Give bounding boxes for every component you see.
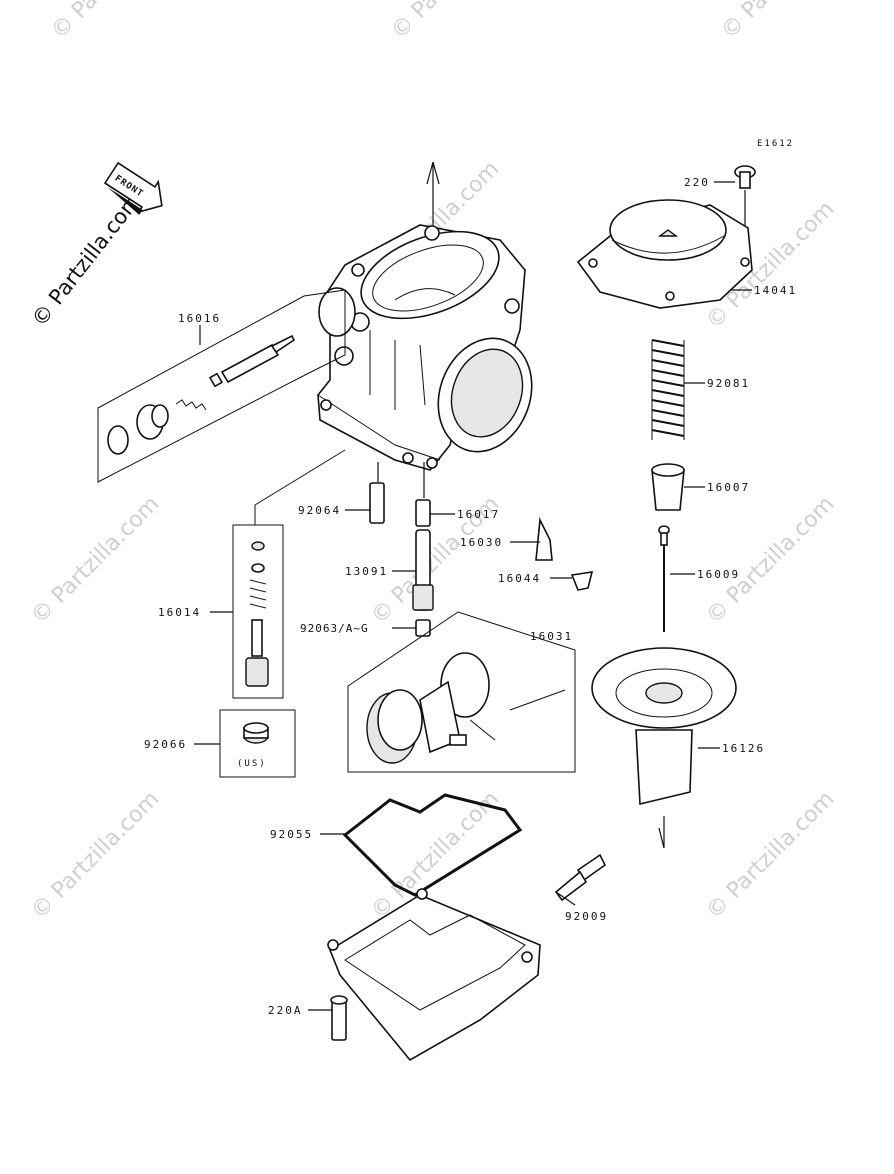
label-92055[interactable]: 92055 xyxy=(270,828,313,841)
group-92066: (US) xyxy=(219,709,296,778)
group-16016 xyxy=(97,289,346,483)
watermark: © Partzilla.com xyxy=(702,787,840,925)
carburetor-body xyxy=(317,161,533,471)
float-bowl xyxy=(327,853,607,1062)
label-220A[interactable]: 220A xyxy=(268,1004,303,1017)
label-13091[interactable]: 13091 xyxy=(345,565,388,578)
group-16031 xyxy=(347,611,576,773)
label-92081[interactable]: 92081 xyxy=(707,377,750,390)
watermark: © Partzilla.com xyxy=(47,0,185,44)
label-92063[interactable]: 92063/A~G xyxy=(300,622,369,635)
float-bowl-gasket xyxy=(342,793,523,897)
watermark: © Partzilla.com xyxy=(702,492,840,630)
group-16014 xyxy=(232,449,346,699)
leader-lines xyxy=(194,181,752,1011)
watermark: © Partzilla.com xyxy=(27,492,165,630)
brand-watermark: © Partzilla.com xyxy=(27,189,146,331)
diagram-code: E1612 xyxy=(757,139,794,149)
label-220[interactable]: 220 xyxy=(684,176,710,189)
watermark: © Partzilla.com xyxy=(717,0,855,44)
label-16007[interactable]: 16007 xyxy=(707,481,750,494)
jets-column xyxy=(369,462,594,637)
front-arrow: FRONT xyxy=(103,161,163,215)
label-16017[interactable]: 16017 xyxy=(457,508,500,521)
label-16014[interactable]: 16014 xyxy=(158,606,201,619)
region-tag-us: (US) xyxy=(237,759,267,769)
label-14041[interactable]: 14041 xyxy=(754,284,797,297)
part-labels: 220 14041 92081 16007 16009 16126 16016 … xyxy=(144,176,797,1017)
watermark: © Partzilla.com xyxy=(387,0,525,44)
label-16030[interactable]: 16030 xyxy=(460,536,503,549)
label-16016[interactable]: 16016 xyxy=(178,312,221,325)
label-16009[interactable]: 16009 xyxy=(697,568,740,581)
label-92009[interactable]: 92009 xyxy=(565,910,608,923)
right-column-parts xyxy=(576,165,756,849)
label-16126[interactable]: 16126 xyxy=(722,742,765,755)
watermark: © Partzilla.com xyxy=(27,787,165,925)
spring-92081 xyxy=(651,339,685,440)
label-16031[interactable]: 16031 xyxy=(530,630,573,643)
watermarks: © Partzilla.com © Partzilla.com © Partzi… xyxy=(27,0,855,924)
label-92066[interactable]: 92066 xyxy=(144,738,187,751)
label-92064[interactable]: 92064 xyxy=(298,504,341,517)
brand-watermark-text: © Partzilla.com xyxy=(27,189,146,331)
label-16044[interactable]: 16044 xyxy=(498,572,541,585)
